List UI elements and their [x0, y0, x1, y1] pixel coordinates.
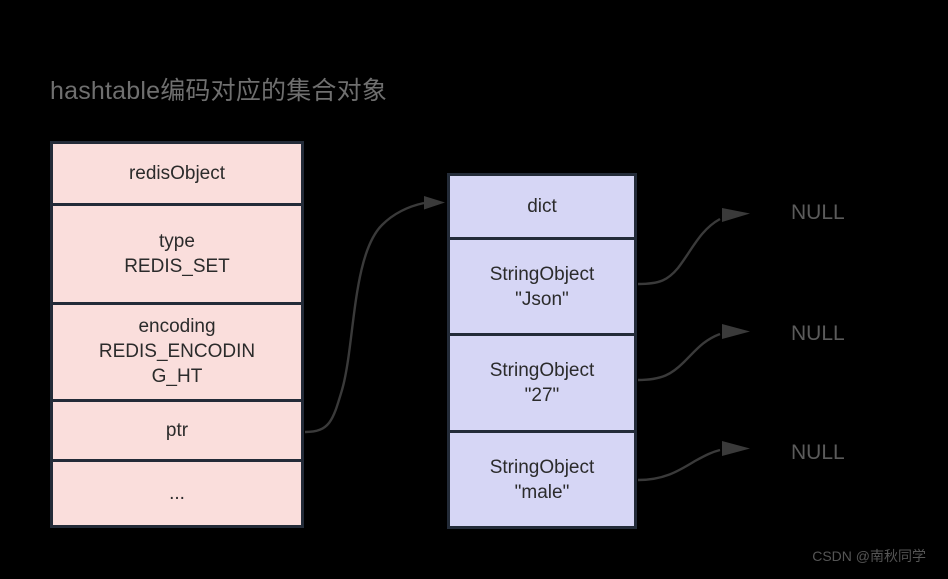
dict-row-header: dict — [450, 176, 634, 237]
redis-object-row-ptr: ptr — [53, 398, 301, 460]
dict-row-string-object-json: StringObject "Json" — [450, 237, 634, 333]
arrow-male-to-null — [637, 441, 750, 482]
redis-object-row-ellipsis: ... — [53, 459, 301, 526]
null-label-json: NULL — [791, 201, 845, 224]
null-label-27: NULL — [791, 322, 845, 345]
arrow-head-icon — [722, 324, 750, 339]
arrow-27-to-null — [637, 324, 750, 382]
dict-row-string-object-male: StringObject "male" — [450, 430, 634, 526]
redis-object-row-type: type REDIS_SET — [53, 203, 301, 302]
arrow-ptr-to-dict — [304, 196, 445, 434]
arrow-head-icon — [424, 196, 445, 210]
dict-row-string-object-27: StringObject "27" — [450, 333, 634, 430]
arrow-json-to-null — [637, 208, 750, 286]
dict-box: dict StringObject "Json" StringObject "2… — [447, 173, 637, 529]
redis-object-row-header: redisObject — [53, 144, 301, 204]
arrow-head-icon — [722, 441, 750, 456]
arrow-head-icon — [722, 208, 750, 222]
page-title: hashtable编码对应的集合对象 — [50, 77, 388, 105]
redis-object-row-encoding: encoding REDIS_ENCODIN G_HT — [53, 301, 301, 399]
watermark: CSDN @南秋同学 — [812, 548, 926, 564]
null-label-male: NULL — [791, 441, 845, 464]
redis-object-box: redisObject type REDIS_SET encoding REDI… — [50, 141, 304, 528]
